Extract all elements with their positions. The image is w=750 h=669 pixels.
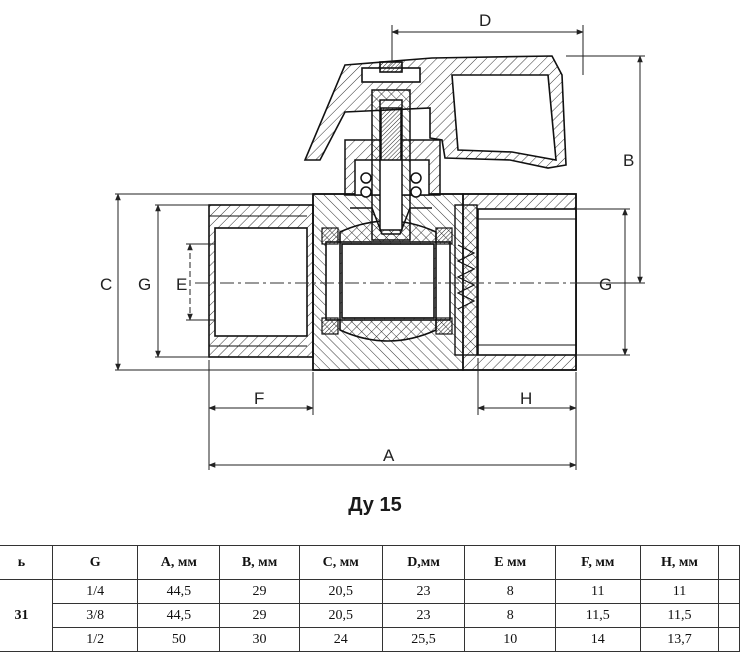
col-header-e: E мм [464, 545, 556, 580]
table-cell: 11 [639, 579, 720, 604]
table-cell: 25,5 [381, 627, 466, 652]
table-cell: 11,5 [554, 603, 641, 628]
dim-label-f: F [254, 389, 264, 408]
col-header-a: A, мм [137, 545, 221, 580]
valve-ball [339, 220, 437, 342]
table-row: 3/8 44,5 29 20,5 23 8 11,5 11,5 [0, 603, 740, 628]
table-cell: 23 [381, 603, 466, 628]
dimension-lines [115, 25, 645, 470]
dim-label-d: D [479, 11, 491, 30]
col-header-g: G [51, 545, 139, 580]
table-cell-empty [718, 627, 740, 652]
table-cell: 30 [219, 627, 300, 652]
table-row: 31 1/4 44,5 29 20,5 23 8 11 11 [0, 579, 740, 652]
table-cell: 24 [298, 627, 383, 652]
table-cell: 10 [464, 627, 556, 652]
drawing-caption: Ду 15 [348, 494, 402, 516]
table-cell: 3/8 [51, 603, 139, 628]
table-cell-empty [718, 603, 740, 628]
col-header-f: F, мм [554, 545, 641, 580]
table-cell: 11,5 [639, 603, 720, 628]
table-cell: 29 [219, 579, 300, 604]
table-row: 1/2 50 30 24 25,5 10 14 13,7 [0, 627, 740, 652]
table-cell: 20,5 [298, 579, 383, 604]
dim-label-b: B [623, 151, 634, 170]
table-cell: 14 [554, 627, 641, 652]
table-cell: 13,7 [639, 627, 720, 652]
threaded-insert [454, 204, 478, 356]
table-cell: 20,5 [298, 603, 383, 628]
table-cell-empty [718, 579, 740, 604]
col-header-extra [718, 545, 740, 580]
table-header-row: ь G A, мм B, мм C, мм D,мм E мм F, мм H,… [0, 545, 740, 580]
valve-stem [344, 89, 441, 241]
table-cell: 8 [464, 603, 556, 628]
dim-label-g-right: G [599, 275, 612, 294]
table-cell: 44,5 [137, 603, 221, 628]
dim-label-c: C [100, 275, 112, 294]
col-header-c: C, мм [298, 545, 383, 580]
dim-label-g-left: G [138, 275, 151, 294]
dim-label-a: A [383, 446, 395, 465]
table-cell: 11 [554, 579, 641, 604]
table-cell: 1/4 [51, 579, 139, 604]
table-cell: 29 [219, 603, 300, 628]
col-header-model: ь [0, 545, 53, 580]
dimensions-table: ь G A, мм B, мм C, мм D,мм E мм F, мм H,… [0, 545, 740, 652]
col-header-b: B, мм [219, 545, 300, 580]
model-cell: 31 [0, 579, 53, 652]
table-cell: 44,5 [137, 579, 221, 604]
dimension-labels: D B C G E G F H A [100, 11, 634, 465]
col-header-h: H, мм [639, 545, 720, 580]
dim-label-h: H [520, 389, 532, 408]
table-cell: 8 [464, 579, 556, 604]
table-cell: 50 [137, 627, 221, 652]
valve-handle [303, 55, 567, 169]
col-header-d: D,мм [381, 545, 466, 580]
table-cell: 1/2 [51, 627, 139, 652]
ball-seals [321, 227, 453, 335]
valve-cross-section-drawing: D B C G E G F H A [100, 11, 645, 470]
table-cell: 23 [381, 579, 466, 604]
dim-label-e: E [176, 275, 187, 294]
